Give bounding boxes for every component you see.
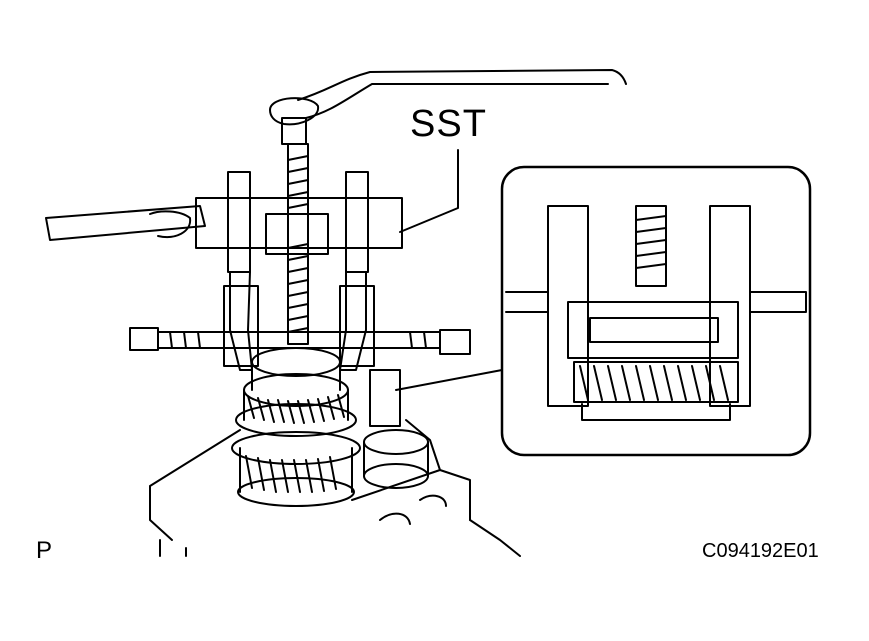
lower-crossbolt bbox=[129, 327, 471, 355]
side-bar-tool bbox=[45, 205, 206, 241]
figure-code: C094192E01 bbox=[702, 540, 819, 562]
side-gear bbox=[363, 369, 429, 489]
detail-inset bbox=[500, 165, 812, 457]
transmission-case bbox=[149, 419, 521, 557]
inset-leader-line bbox=[395, 369, 503, 391]
puller-legs bbox=[223, 271, 375, 371]
wrench-handle bbox=[269, 69, 627, 126]
sst-leader-line bbox=[399, 149, 459, 233]
sst-label: SST bbox=[410, 103, 487, 145]
view-label: P bbox=[36, 537, 53, 564]
gear-stack bbox=[231, 347, 361, 507]
center-bolt bbox=[281, 117, 309, 345]
